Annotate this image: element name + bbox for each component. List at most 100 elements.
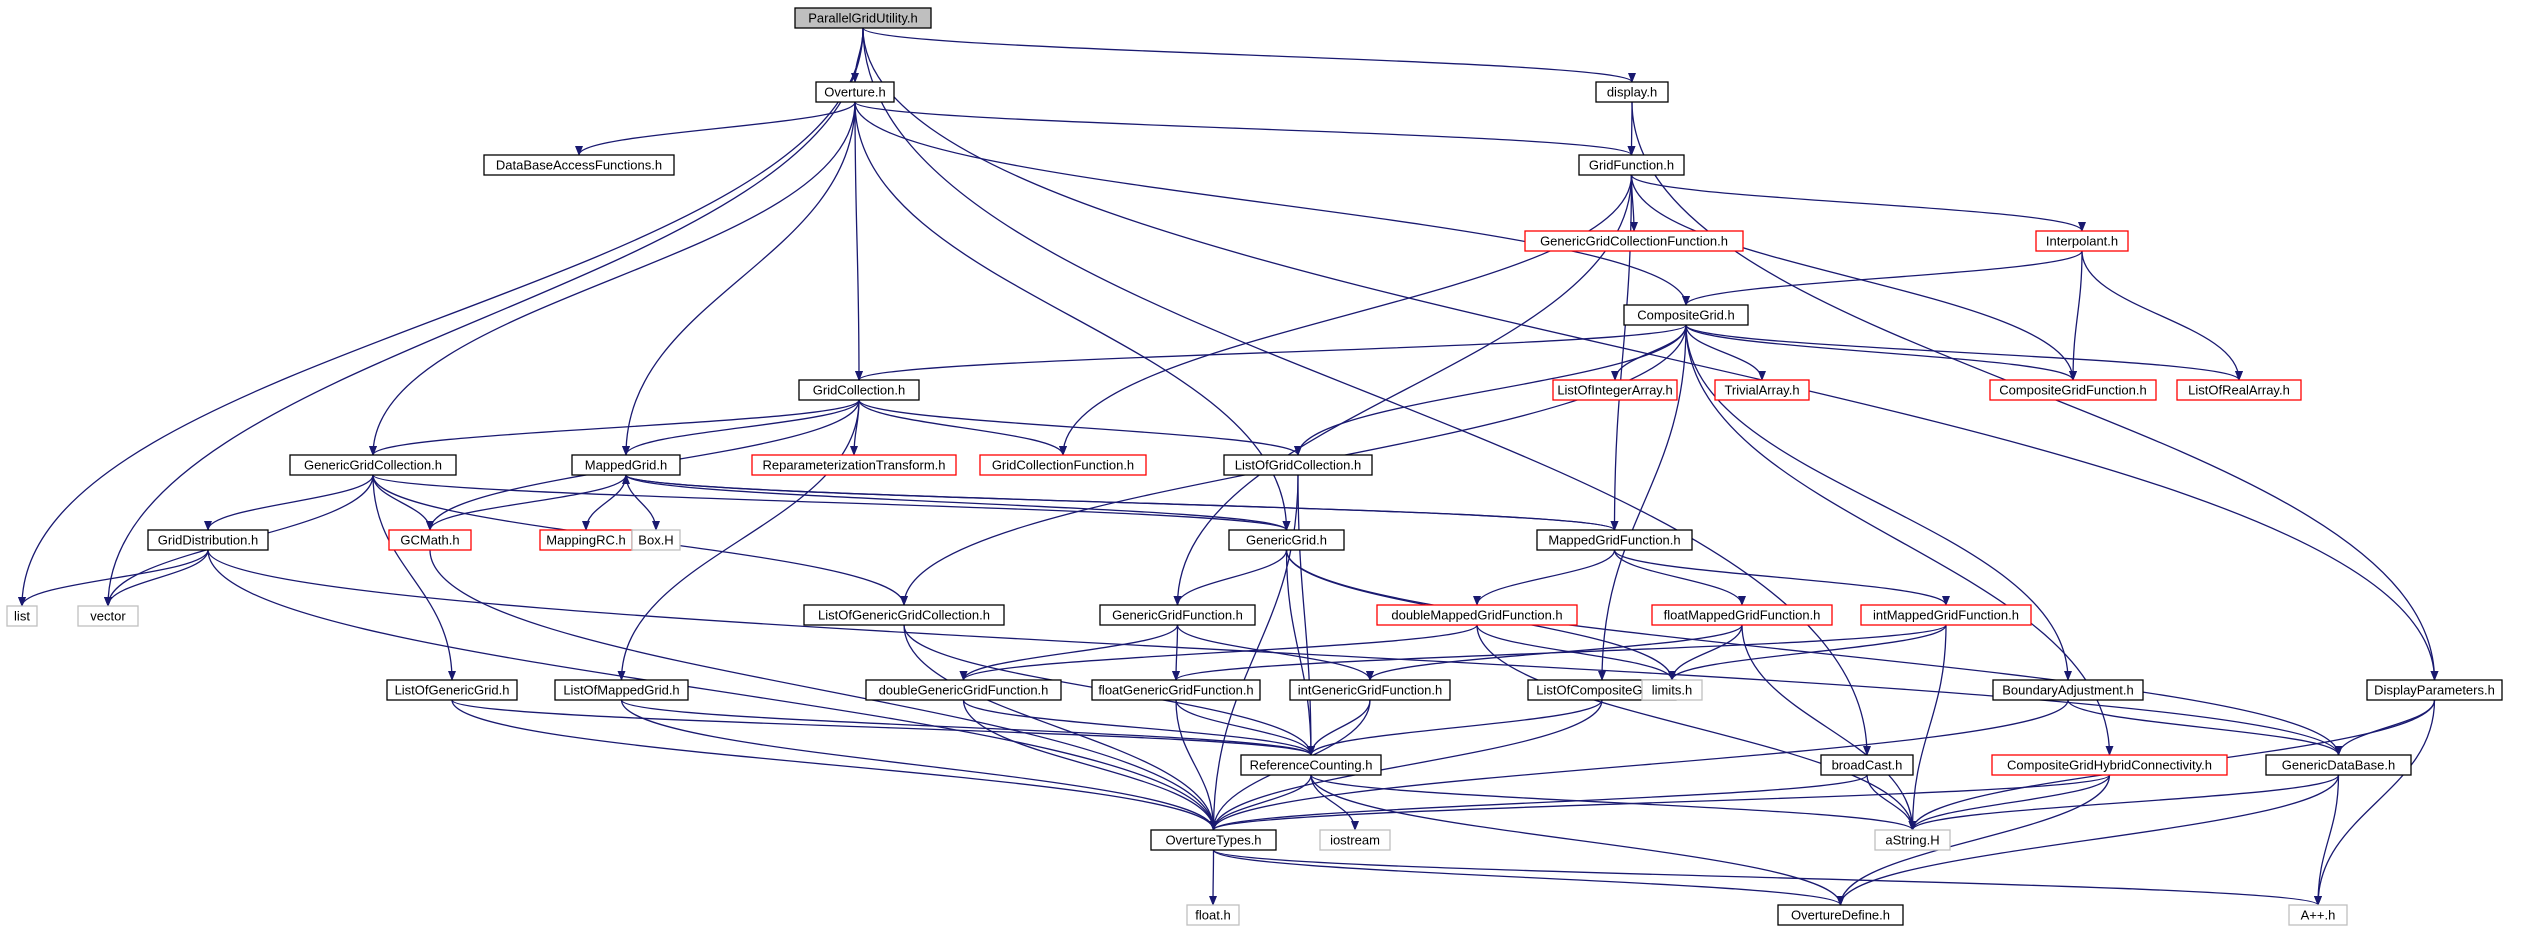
node-floatmgf[interactable]: floatMappedGridFunction.h [1651, 604, 1833, 626]
node-intgenericgf[interactable]: intGenericGridFunction.h [1289, 679, 1451, 701]
node-iostream-box [1319, 829, 1391, 851]
edge-genericgrid-to-gengridfunction [1173, 549, 1288, 606]
edge-gengridfunction-to-doublegenericgf [959, 624, 1179, 681]
node-overture-label: Overture.h [824, 85, 885, 100]
node-floatgenericgf[interactable]: floatGenericGridFunction.h [1091, 679, 1261, 701]
node-mappedgrid-box [571, 454, 681, 476]
edge-mappedgridfunction-to-intmgf [1613, 549, 1950, 606]
node-dbaccess[interactable]: DataBaseAccessFunctions.h [483, 154, 675, 176]
node-genericgrid[interactable]: GenericGrid.h [1228, 529, 1345, 551]
node-boxh-box [631, 529, 681, 551]
node-overture[interactable]: Overture.h [815, 81, 895, 103]
node-listofgengridcoll[interactable]: ListOfGenericGridCollection.h [803, 604, 1005, 626]
node-trivialarray[interactable]: TrivialArray.h [1714, 379, 1810, 401]
node-overture-box [815, 81, 895, 103]
node-genericdatabase[interactable]: GenericDataBase.h [2265, 754, 2412, 776]
node-iostream-label: iostream [1330, 833, 1380, 848]
edge-gengridcollection-to-griddistribution [204, 474, 374, 531]
edge-gridfunction-to-mappedgridfunction [1610, 174, 1633, 531]
node-floatmgf-label: floatMappedGridFunction.h [1664, 608, 1821, 623]
edge-refcounting-to-overturetypes [1209, 774, 1312, 831]
node-gridfunction-box [1578, 154, 1685, 176]
edge-genericdatabase-to-aplusplus [2314, 774, 2340, 906]
edge-displayparams-to-genericdatabase [2334, 699, 2436, 756]
edge-overture-to-dbaccess [575, 101, 856, 156]
node-cghybrid-box [1991, 754, 2228, 776]
node-boundaryadj[interactable]: BoundaryAdjustment.h [1992, 679, 2144, 701]
node-griddistribution[interactable]: GridDistribution.h [147, 529, 269, 551]
edge-compositegrid-to-listofcompgrid [1598, 324, 1687, 681]
node-broadcast[interactable]: broadCast.h [1820, 754, 1914, 776]
node-gengridfunction-label: GenericGridFunction.h [1112, 608, 1243, 623]
edge-broadcast-to-overturetypes [1209, 774, 1868, 831]
edge-boundaryadj-to-overturetypes [1209, 699, 2069, 831]
node-doublemgf[interactable]: doubleMappedGridFunction.h [1376, 604, 1578, 626]
node-gengridcollection[interactable]: GenericGridCollection.h [289, 454, 457, 476]
node-display[interactable]: display.h [1595, 81, 1669, 103]
node-listofrealarray[interactable]: ListOfRealArray.h [2176, 379, 2302, 401]
node-doublegenericgf-label: doubleGenericGridFunction.h [879, 683, 1049, 698]
node-gengridcollfunc[interactable]: GenericGridCollectionFunction.h [1524, 230, 1744, 252]
node-floath-label: float.h [1195, 908, 1230, 923]
edge-doublegenericgf-to-overturetypes [962, 699, 1218, 831]
node-listofmappedgrid[interactable]: ListOfMappedGrid.h [554, 679, 689, 701]
node-gridcollection[interactable]: GridCollection.h [798, 379, 920, 401]
node-cghybrid[interactable]: CompositeGridHybridConnectivity.h [1991, 754, 2228, 776]
node-interpolant[interactable]: Interpolant.h [2035, 230, 2129, 252]
node-listofgridcoll[interactable]: ListOfGridCollection.h [1223, 454, 1373, 476]
node-refcounting[interactable]: ReferenceCounting.h [1240, 754, 1382, 776]
edge-cghybrid-to-overturetypes [1209, 774, 2111, 831]
edge-cghybrid-to-astring [1908, 774, 2111, 831]
node-overturedefine-box [1777, 904, 1904, 926]
node-boxh: Box.H [631, 529, 681, 551]
node-mappedgridfunction[interactable]: MappedGridFunction.h [1536, 529, 1693, 551]
node-listofcompgrid[interactable]: ListOfCompositeGrid.h [1527, 679, 1677, 701]
node-listofgengrid[interactable]: ListOfGenericGrid.h [386, 679, 518, 701]
node-intgenericgf-label: intGenericGridFunction.h [1298, 683, 1443, 698]
node-gcmath[interactable]: GCMath.h [388, 529, 472, 551]
edge-listofgridcoll-to-refcounting [1297, 474, 1315, 756]
node-vector-box [77, 605, 139, 627]
node-display-box [1595, 81, 1669, 103]
node-overturedefine[interactable]: OvertureDefine.h [1777, 904, 1904, 926]
node-refcounting-box [1240, 754, 1382, 776]
node-gridcollfunction[interactable]: GridCollectionFunction.h [979, 454, 1147, 476]
node-displayparams[interactable]: DisplayParameters.h [2366, 679, 2503, 701]
node-compgridfunction[interactable]: CompositeGridFunction.h [1989, 379, 2157, 401]
edges-layer [18, 27, 2439, 906]
node-aplusplus-box [2288, 904, 2348, 926]
node-gridfunction[interactable]: GridFunction.h [1578, 154, 1685, 176]
node-reparam[interactable]: ReparameterizationTransform.h [751, 454, 957, 476]
edge-listofgengrid-to-overturetypes [451, 699, 1218, 831]
edge-overture-to-gengridcollection [369, 101, 856, 456]
node-mappedgrid[interactable]: MappedGrid.h [571, 454, 681, 476]
node-trivialarray-box [1714, 379, 1810, 401]
node-doublegenericgf[interactable]: doubleGenericGridFunction.h [865, 679, 1062, 701]
edge-gcmath-to-overturetypes [429, 549, 1218, 831]
node-doublemgf-label: doubleMappedGridFunction.h [1391, 608, 1562, 623]
node-compositegrid[interactable]: CompositeGrid.h [1623, 304, 1749, 326]
node-listofgengridcoll-box [803, 604, 1005, 626]
node-gengridfunction[interactable]: GenericGridFunction.h [1099, 604, 1256, 626]
edge-gridcollection-to-mappedgrid [622, 399, 860, 456]
node-display-label: display.h [1607, 85, 1657, 100]
node-overturetypes[interactable]: OvertureTypes.h [1150, 829, 1277, 851]
edge-gridcollection-to-gridcollfunction [858, 399, 1067, 456]
node-mappingrc[interactable]: MappingRC.h [539, 529, 633, 551]
edge-doublegenericgf-to-refcounting [962, 699, 1315, 756]
node-root[interactable]: ParallelGridUtility.h [794, 7, 932, 29]
node-griddistribution-label: GridDistribution.h [158, 533, 258, 548]
edge-overturetypes-to-overturedefine [1212, 849, 1845, 906]
node-gcmath-box [388, 529, 472, 551]
edge-overture-to-mappedgrid [622, 101, 856, 456]
node-iostream: iostream [1319, 829, 1391, 851]
node-root-label: ParallelGridUtility.h [808, 11, 918, 26]
node-gengridcollection-label: GenericGridCollection.h [304, 458, 442, 473]
node-intmgf[interactable]: intMappedGridFunction.h [1860, 604, 2032, 626]
node-listofgengrid-label: ListOfGenericGrid.h [395, 683, 510, 698]
node-listofintarray[interactable]: ListOfIntegerArray.h [1552, 379, 1678, 401]
node-interpolant-box [2035, 230, 2129, 252]
node-intmgf-box [1860, 604, 2032, 626]
edge-gengridfunction-to-intgenericgf [1176, 624, 1374, 681]
node-broadcast-box [1820, 754, 1914, 776]
